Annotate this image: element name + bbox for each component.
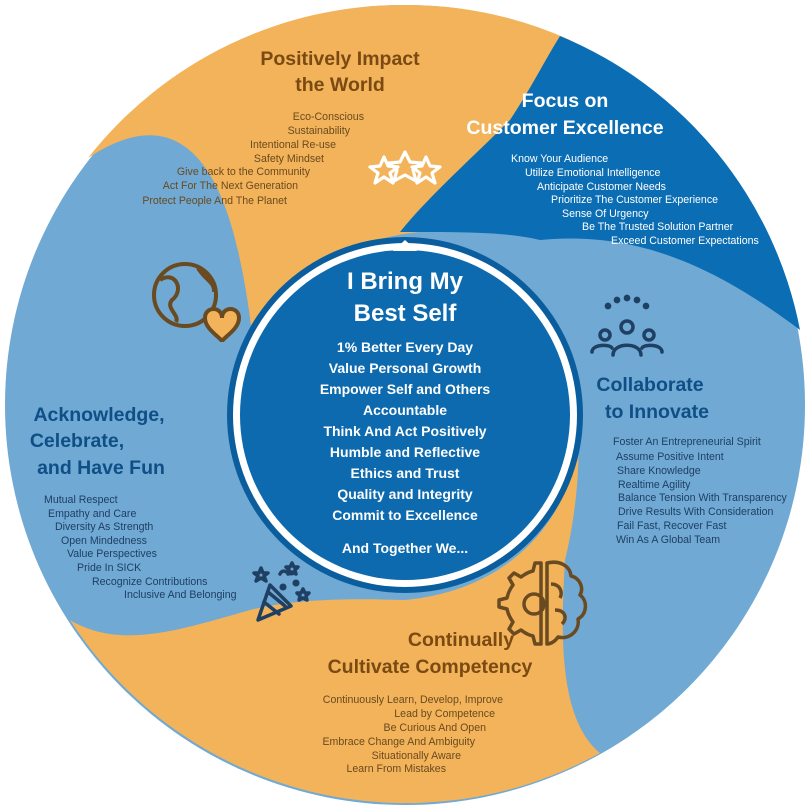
celebrate-item: Recognize Contributions bbox=[92, 576, 207, 588]
impact-item: Intentional Re-use bbox=[250, 139, 336, 151]
center-value: Ethics and Trust bbox=[351, 465, 460, 481]
impact-item: Protect People And The Planet bbox=[142, 195, 287, 207]
collaborate-item: Balance Tension With Transparency bbox=[618, 492, 788, 504]
celebrate-item: Value Perspectives bbox=[67, 548, 157, 560]
customer-item: Know Your Audience bbox=[511, 153, 608, 165]
celebrate-title-line2: Celebrate, bbox=[30, 430, 124, 452]
segment-customer bbox=[400, 36, 800, 330]
customer-item: Be The Trusted Solution Partner bbox=[582, 221, 734, 233]
center-value: Commit to Excellence bbox=[332, 507, 478, 523]
center-arrow-icon bbox=[393, 240, 417, 251]
collaborate-item: Realtime Agility bbox=[618, 479, 691, 491]
collaborate-item: Share Knowledge bbox=[617, 465, 701, 477]
collaborate-item: Foster An Entrepreneurial Spirit bbox=[613, 436, 761, 448]
collaborate-item: Assume Positive Intent bbox=[616, 451, 724, 463]
three-stars-icon bbox=[368, 150, 442, 185]
collaborate-item: Win As A Global Team bbox=[616, 534, 720, 546]
collaborate-title-line1: Collaborate bbox=[596, 374, 703, 396]
center-circle bbox=[240, 250, 570, 580]
center-value: Humble and Reflective bbox=[330, 444, 480, 460]
center-value: Accountable bbox=[363, 402, 447, 418]
collaborate-item: Fail Fast, Recover Fast bbox=[617, 520, 727, 532]
competency-title-line1: Continually bbox=[408, 629, 514, 651]
celebrate-item: Diversity As Strength bbox=[55, 521, 153, 533]
impact-title-line1: Positively Impact bbox=[260, 48, 420, 70]
customer-item: Utilize Emotional Intelligence bbox=[525, 167, 661, 179]
customer-title-line2: Customer Excellence bbox=[466, 117, 663, 139]
competency-title-line2: Cultivate Competency bbox=[328, 656, 533, 678]
impact-item: Give back to the Community bbox=[177, 166, 311, 178]
impact-title-line2: the World bbox=[295, 74, 385, 96]
customer-item: Sense Of Urgency bbox=[562, 208, 649, 220]
celebrate-title-line3: and Have Fun bbox=[37, 457, 165, 479]
globe-heart-icon bbox=[152, 262, 242, 343]
celebrate-item: Mutual Respect bbox=[44, 494, 118, 506]
competency-item: Learn From Mistakes bbox=[347, 763, 447, 775]
competency-item: Continuously Learn, Develop, Improve bbox=[323, 694, 503, 706]
impact-item: Sustainability bbox=[288, 125, 351, 137]
competency-item: Lead by Competence bbox=[394, 708, 495, 720]
celebrate-item: Empathy and Care bbox=[48, 508, 136, 520]
impact-item: Safety Mindset bbox=[254, 153, 324, 165]
segment-impact bbox=[88, 4, 570, 400]
customer-title-line1: Focus on bbox=[522, 90, 609, 112]
collaborate-title-line2: to Innovate bbox=[605, 401, 709, 423]
impact-item: Act For The Next Generation bbox=[163, 180, 298, 192]
center-value: Value Personal Growth bbox=[329, 360, 482, 376]
celebrate-item: Open Mindedness bbox=[61, 535, 147, 547]
segment-competency bbox=[70, 440, 600, 804]
party-popper-icon bbox=[252, 561, 311, 622]
celebrate-item: Inclusive And Belonging bbox=[124, 589, 237, 601]
center-value: Think And Act Positively bbox=[323, 423, 486, 439]
customer-item: Exceed Customer Expectations bbox=[611, 235, 759, 247]
celebrate-item: Pride In SICK bbox=[77, 562, 141, 574]
customer-item: Prioritize The Customer Experience bbox=[551, 194, 718, 206]
impact-item: Eco-Conscious bbox=[293, 111, 364, 123]
center-title-line1: I Bring My bbox=[347, 268, 464, 295]
center-title-line2: Best Self bbox=[354, 300, 458, 327]
team-icon bbox=[590, 294, 664, 357]
celebrate-title-line1: Acknowledge, bbox=[33, 404, 164, 426]
brain-gear-icon bbox=[497, 560, 588, 646]
competency-item: Situationally Aware bbox=[372, 750, 461, 762]
customer-item: Anticipate Customer Needs bbox=[537, 181, 666, 193]
competency-item: Be Curious And Open bbox=[384, 722, 487, 734]
center-value: Quality and Integrity bbox=[337, 486, 473, 502]
center-value: Empower Self and Others bbox=[320, 381, 491, 397]
competency-item: Embrace Change And Ambiguity bbox=[322, 736, 475, 748]
collaborate-item: Drive Results With Consideration bbox=[618, 506, 774, 518]
center-footer: And Together We... bbox=[342, 540, 468, 556]
center-value: 1% Better Every Day bbox=[337, 339, 473, 355]
